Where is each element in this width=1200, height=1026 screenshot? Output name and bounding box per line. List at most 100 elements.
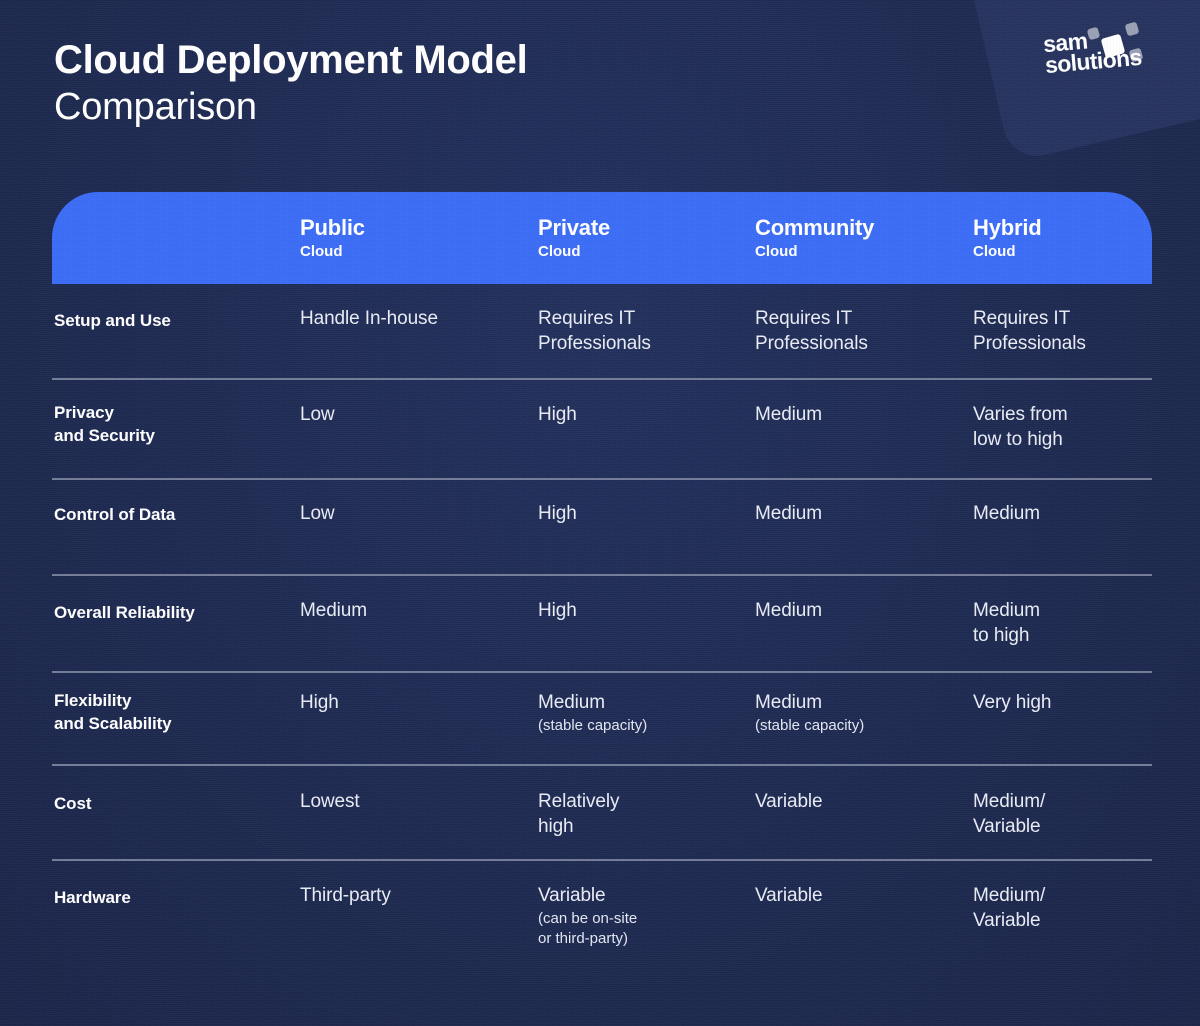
table-cell: Variable	[755, 861, 973, 908]
page-title: Cloud Deployment Model Comparison	[54, 38, 528, 130]
table-header-row: Public Cloud Private Cloud Community Clo…	[52, 192, 1152, 284]
sam-solutions-logo: sam solutions	[1014, 21, 1174, 92]
column-header-community: Community Cloud	[755, 216, 973, 260]
cell-value: Medium	[755, 503, 822, 524]
table-cell: High	[300, 673, 538, 715]
row-label-cell: Cost	[52, 766, 300, 816]
cell-value: Medium/Variable	[973, 885, 1046, 932]
table-cell: Medium	[973, 480, 1152, 526]
table-cell: Very high	[973, 673, 1152, 715]
row-label: Overall Reliability	[54, 603, 195, 622]
row-label-cell: Setup and Use	[52, 284, 300, 333]
cell-value: Variable	[755, 885, 823, 906]
row-label: Setup and Use	[54, 311, 171, 330]
table-cell: Medium (stable capacity)	[538, 673, 755, 736]
table-row: Overall Reliability Medium High Medium Mediu…	[52, 576, 1152, 673]
column-header-private-sub: Cloud	[538, 243, 581, 261]
column-header-public: Public Cloud	[300, 216, 538, 260]
row-label-cell: Control of Data	[52, 480, 300, 527]
table-cell: Medium/Variable	[973, 861, 1152, 934]
comparison-table: Public Cloud Private Cloud Community Clo…	[52, 192, 1152, 981]
table-cell: Low	[300, 480, 538, 526]
table-cell: Medium	[300, 576, 538, 623]
cell-value: Medium	[300, 600, 367, 621]
row-label-cell: Hardware	[52, 861, 300, 910]
logo-text-solutions: solutions	[1043, 43, 1143, 79]
table-cell: Low	[300, 380, 538, 427]
column-header-public-title: Public	[300, 215, 365, 241]
cell-value: Medium	[538, 692, 605, 713]
cell-value: Medium	[973, 503, 1040, 524]
table-cell: High	[538, 380, 755, 427]
table-cell: High	[538, 480, 755, 526]
cell-value: Low	[300, 503, 335, 524]
cell-value: High	[538, 404, 577, 425]
table-cell: High	[538, 576, 755, 623]
row-label-cell: Overall Reliability	[52, 576, 300, 625]
table-cell: Third-party	[300, 861, 538, 908]
table-cell: Variable	[755, 766, 973, 814]
column-header-community-sub: Cloud	[755, 243, 798, 261]
cell-note: (stable capacity)	[538, 717, 648, 735]
table-cell: Medium/Variable	[973, 766, 1152, 840]
title-sub-line: Comparison	[54, 85, 257, 128]
cell-value: Handle In-house	[300, 308, 438, 329]
table-cell: Lowest	[300, 766, 538, 814]
cell-value: Variable	[538, 885, 606, 906]
column-header-hybrid-sub: Cloud	[973, 243, 1016, 261]
cell-value: High	[538, 600, 577, 621]
cell-value: Variable	[755, 791, 823, 812]
cell-value: Very high	[973, 692, 1052, 713]
row-label: Hardware	[54, 888, 131, 907]
cell-value: Lowest	[300, 791, 360, 812]
column-header-private-title: Private	[538, 215, 610, 241]
table-cell: Medium (stable capacity)	[755, 673, 973, 736]
table-cell: Medium	[755, 380, 973, 427]
cell-value: High	[538, 503, 577, 524]
cell-value: Medium/Variable	[973, 791, 1046, 838]
row-label: Cost	[54, 794, 92, 813]
table-cell: Handle In-house	[300, 284, 538, 331]
column-header-public-sub: Cloud	[300, 243, 343, 261]
column-header-private: Private Cloud	[538, 216, 755, 260]
cell-note: (stable capacity)	[755, 717, 865, 735]
logo-wordmark: sam solutions	[1042, 26, 1143, 79]
cell-value: Third-party	[300, 885, 391, 906]
column-header-hybrid: Hybrid Cloud	[973, 216, 1152, 260]
table-cell: Medium	[755, 576, 973, 623]
cell-value: Medium	[755, 692, 822, 713]
cell-value: Low	[300, 404, 335, 425]
table-row: Hardware Third-party Variable (can be on-si…	[52, 861, 1152, 981]
column-header-community-title: Community	[755, 215, 875, 241]
table-row: Control of Data Low High Medium Medium	[52, 480, 1152, 576]
title-main-line: Cloud Deployment Model	[54, 38, 528, 82]
cell-value: Medium	[755, 404, 822, 425]
cell-value: High	[300, 692, 339, 713]
row-label: Control of Data	[54, 505, 176, 524]
table-cell: Medium	[755, 480, 973, 526]
cell-value: Medium	[755, 600, 822, 621]
column-header-hybrid-title: Hybrid	[973, 215, 1042, 241]
